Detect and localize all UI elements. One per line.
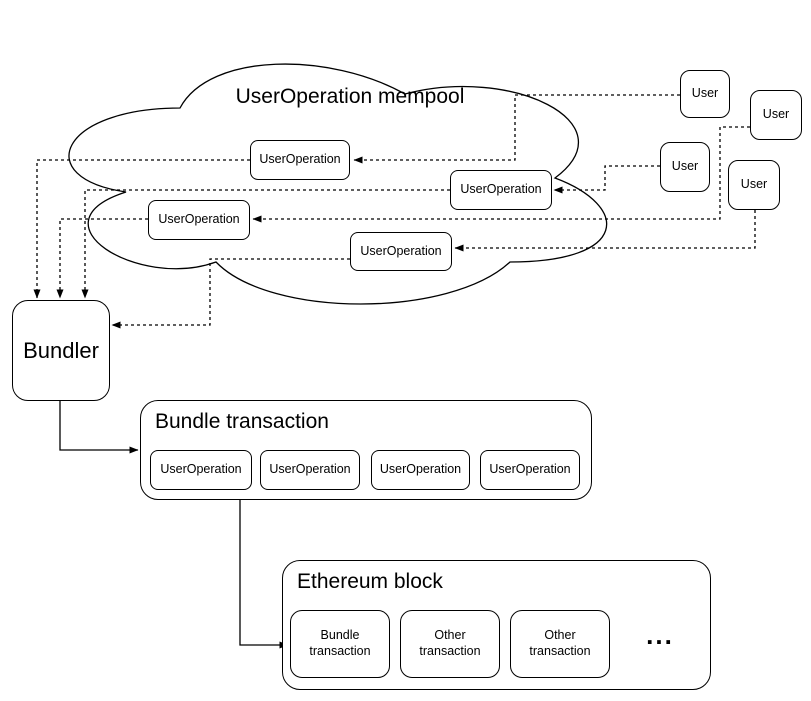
mempool-cloud xyxy=(68,63,608,305)
userop-box-4: UserOperation xyxy=(350,232,452,271)
connector-bundle-to-block xyxy=(239,500,289,649)
connector-user3-to-userop2 xyxy=(553,165,660,194)
user-label: User xyxy=(740,177,768,192)
ellipsis-more-transactions: ... xyxy=(646,620,674,650)
transaction-label: Bundle transaction xyxy=(309,628,371,658)
connector-user2-to-userop3 xyxy=(252,126,750,223)
userop-label: UserOperation xyxy=(158,212,240,227)
transaction-label: Other transaction xyxy=(419,628,481,658)
userop-label: UserOperation xyxy=(160,462,242,477)
userop-label: UserOperation xyxy=(379,462,462,477)
userop-label: UserOperation xyxy=(460,182,542,197)
bundler-label: Bundler xyxy=(23,337,99,363)
user-label: User xyxy=(671,159,699,174)
user-box-4: User xyxy=(728,160,780,210)
bundle-userop-box-1: UserOperation xyxy=(150,450,252,490)
connector-userop4-to-bundler xyxy=(111,258,350,329)
user-label: User xyxy=(691,86,719,101)
bundle-userop-box-4: UserOperation xyxy=(480,450,580,490)
block-other-transaction-box-1: Other transaction xyxy=(400,610,500,678)
bundle-transaction-title: Bundle transaction xyxy=(155,410,329,433)
connector-user4-to-userop4 xyxy=(454,210,756,252)
user-label: User xyxy=(762,107,790,122)
bundler-box: Bundler xyxy=(12,300,110,401)
userop-label: UserOperation xyxy=(269,462,351,477)
bundle-userop-box-2: UserOperation xyxy=(260,450,360,490)
userop-box-2: UserOperation xyxy=(450,170,552,210)
block-bundle-transaction-box: Bundle transaction xyxy=(290,610,390,678)
ethereum-block-title: Ethereum block xyxy=(297,570,443,593)
transaction-label: Other transaction xyxy=(529,628,591,658)
user-box-1: User xyxy=(680,70,730,118)
user-box-3: User xyxy=(660,142,710,192)
userop-label: UserOperation xyxy=(259,152,341,167)
userop-label: UserOperation xyxy=(360,243,442,258)
block-other-transaction-box-2: Other transaction xyxy=(510,610,610,678)
userop-box-1: UserOperation xyxy=(250,140,350,180)
connector-bundler-to-bundle xyxy=(59,401,139,454)
user-box-2: User xyxy=(750,90,802,140)
connector-userop1-to-bundler xyxy=(33,159,250,299)
mempool-title: UserOperation mempool xyxy=(235,85,465,108)
connector-userop2-to-bundler xyxy=(81,189,450,299)
bundle-userop-box-3: UserOperation xyxy=(371,450,470,490)
connector-userop3-to-bundler xyxy=(56,218,148,299)
userop-box-3: UserOperation xyxy=(148,200,250,240)
userop-label: UserOperation xyxy=(489,462,571,477)
